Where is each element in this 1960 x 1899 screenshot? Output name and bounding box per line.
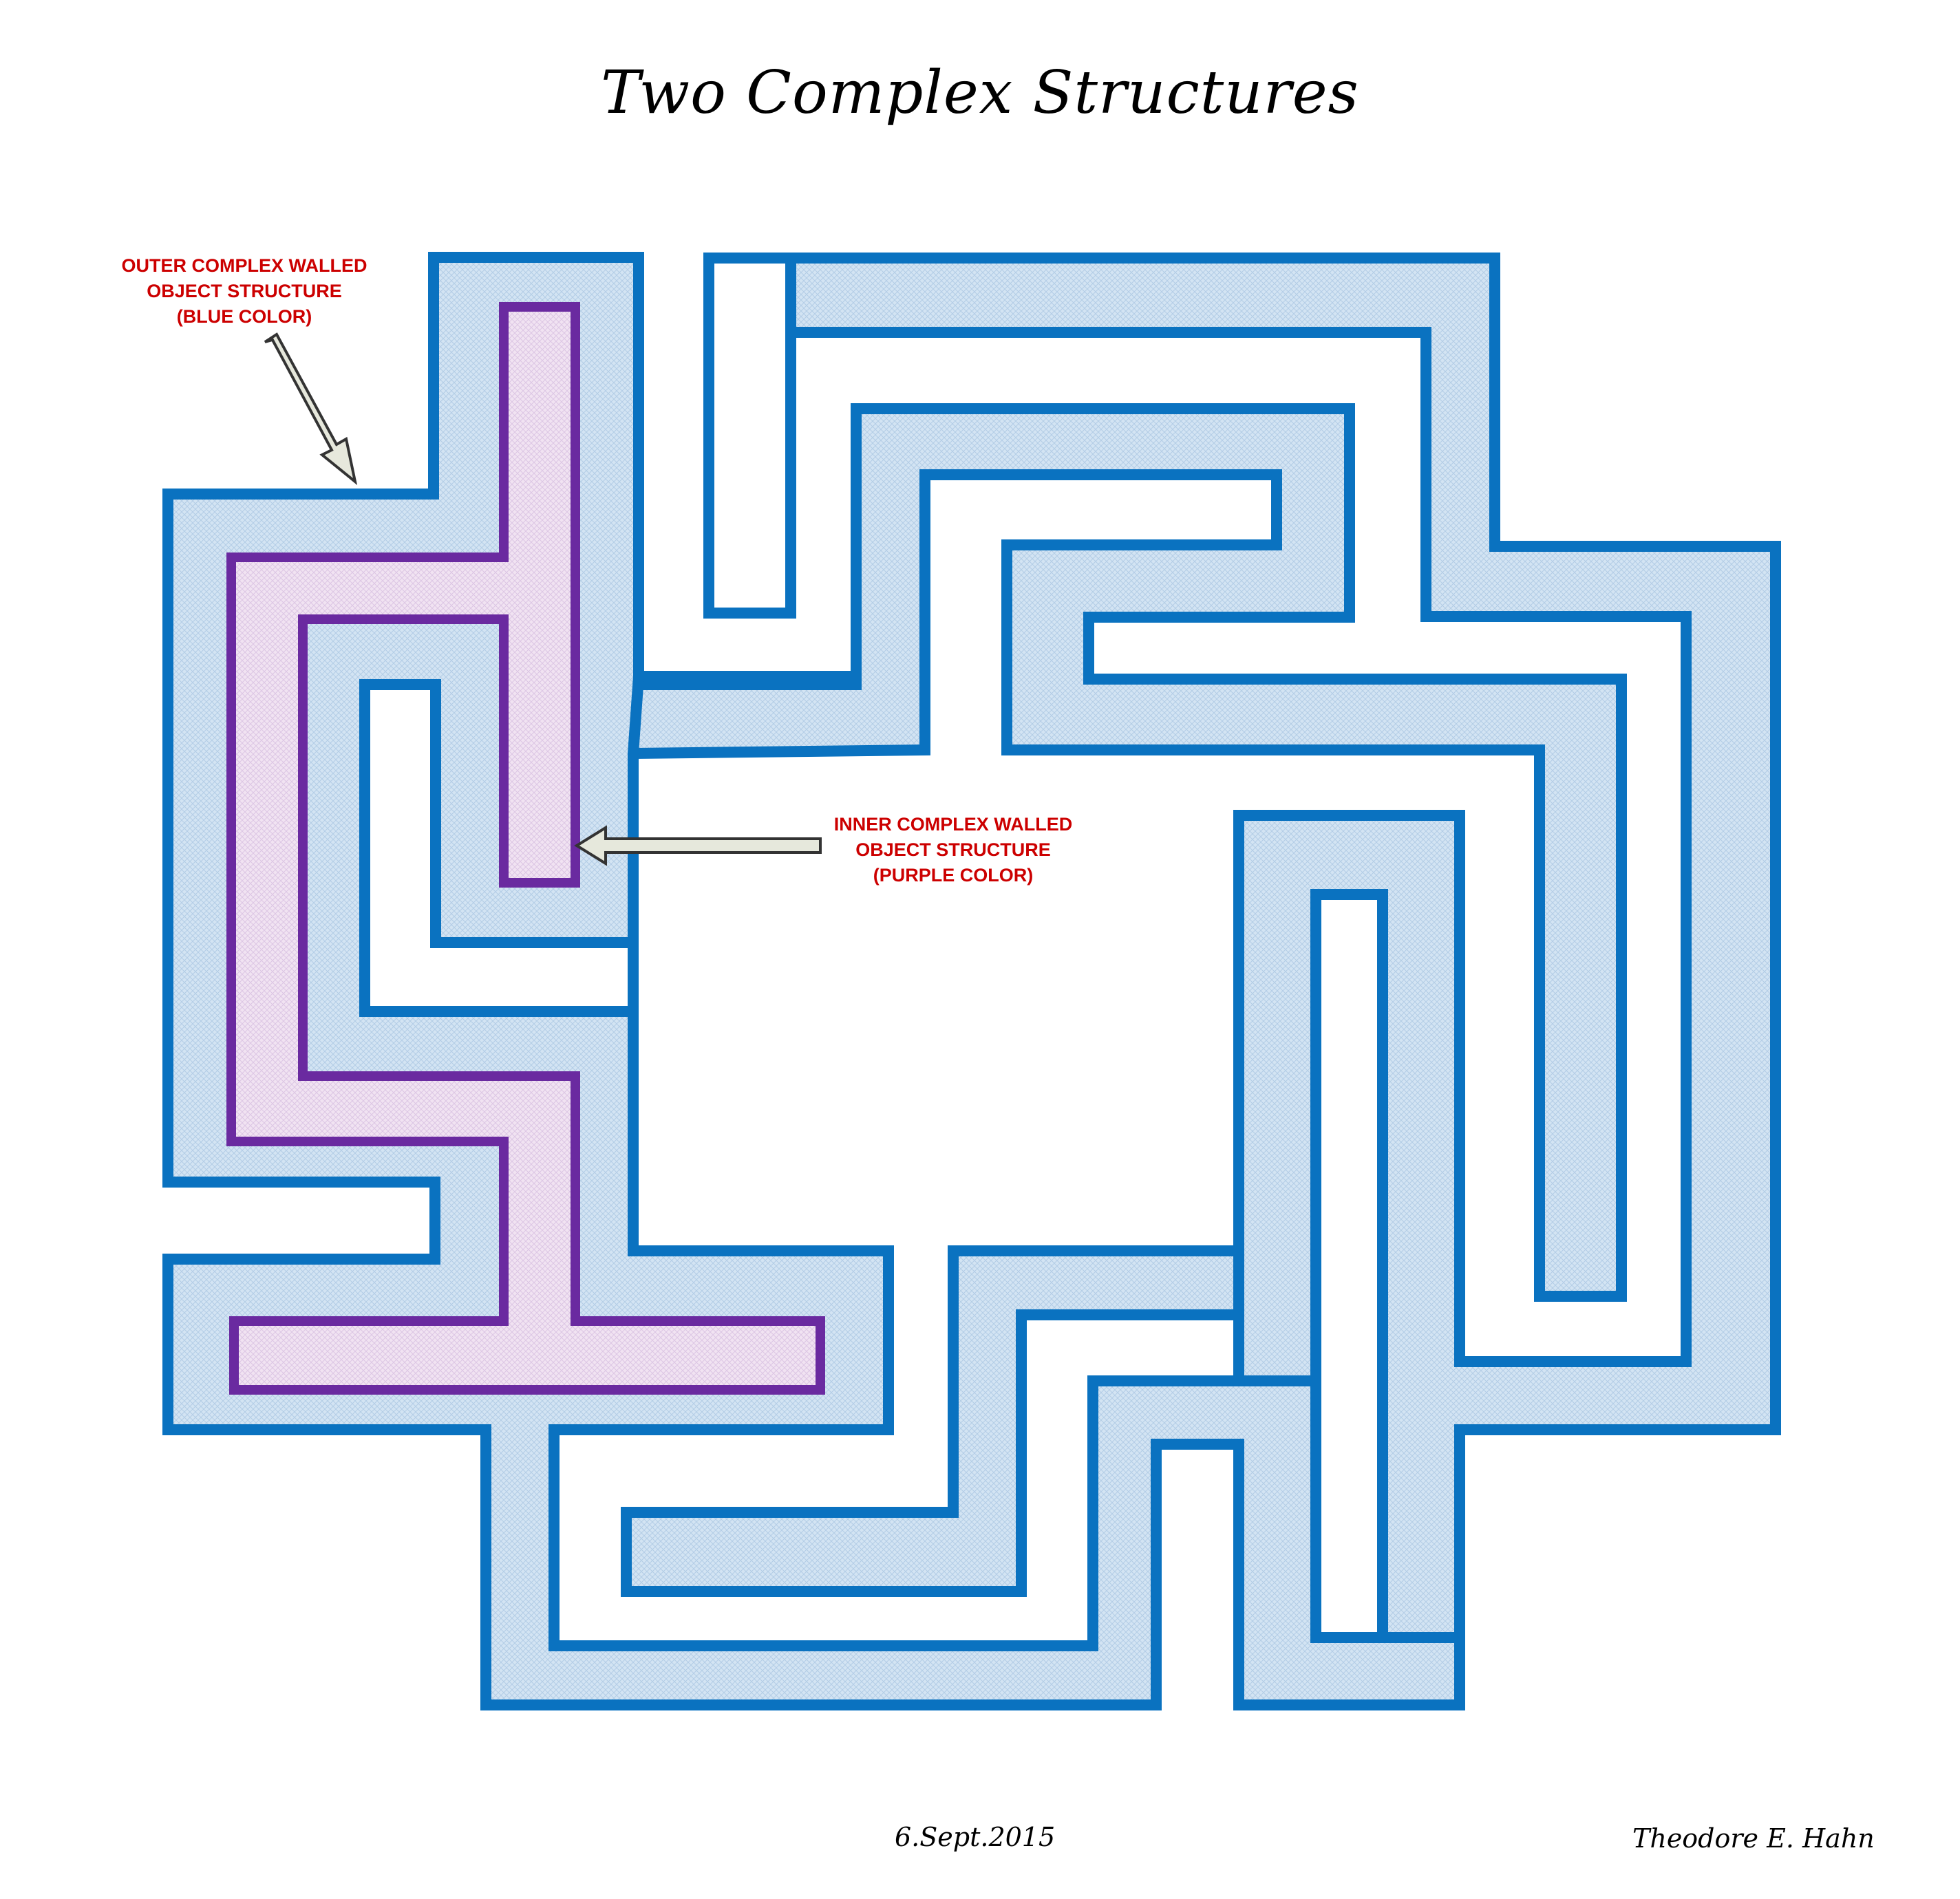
- outer-blue-structure: [162, 252, 1781, 1710]
- outer-wall-segment: [621, 1245, 1244, 1597]
- inner-wall-segment: [226, 302, 825, 1395]
- outer-label-line: (BLUE COLOR): [176, 306, 312, 327]
- outer-label-line: OUTER COMPLEX WALLED: [121, 255, 368, 276]
- outer-label-arrow: [264, 332, 358, 486]
- inner-structure-label: INNER COMPLEX WALLED OBJECT STRUCTURE (P…: [795, 812, 1111, 888]
- inner-label-line: OBJECT STRUCTURE: [855, 839, 1051, 860]
- inner-label-line: INNER COMPLEX WALLED: [833, 814, 1073, 835]
- open-space: [359, 679, 639, 1017]
- inner-purple-structure: [226, 302, 825, 1395]
- date-label: 6.Sept.2015: [895, 1822, 1056, 1852]
- inner-label-line: (PURPLE COLOR): [873, 865, 1034, 886]
- outer-label-line: OBJECT STRUCTURE: [147, 281, 342, 301]
- outer-structure-label: OUTER COMPLEX WALLED OBJECT STRUCTURE (B…: [89, 253, 399, 330]
- inner-label-arrow: [574, 825, 822, 866]
- open-space: [703, 253, 796, 619]
- open-space: [1310, 889, 1388, 1643]
- page-title: Two Complex Structures: [601, 58, 1359, 127]
- author-signature: Theodore E. Hahn: [1632, 1823, 1875, 1854]
